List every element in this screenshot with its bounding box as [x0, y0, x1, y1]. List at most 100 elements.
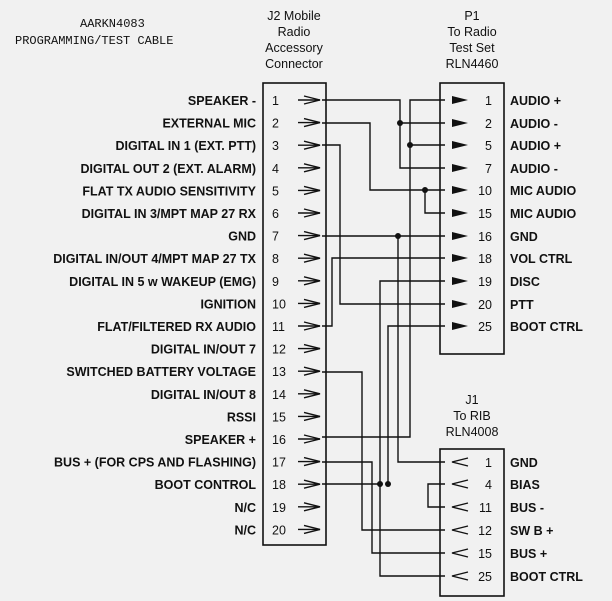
- j2-pin-label: DIGITAL IN/OUT 7: [151, 343, 256, 357]
- j2-pin-number: 18: [272, 478, 286, 492]
- p1-pin-label: AUDIO +: [510, 94, 561, 108]
- p1-pin-arrow: [452, 164, 468, 172]
- j2-pin-label: DIGITAL IN/OUT 4/MPT MAP 27 TX: [53, 252, 256, 266]
- p1-pin-label: MIC AUDIO: [510, 207, 576, 221]
- j2-pin-number: 5: [272, 184, 279, 198]
- j2-pin-label: DIGITAL IN 3/MPT MAP 27 RX: [82, 207, 257, 221]
- p1-pin-number: 1: [485, 94, 492, 108]
- p1-pin-number: 25: [478, 320, 492, 334]
- j1-pin-number: 25: [478, 570, 492, 584]
- header-line: RLN4460: [446, 57, 499, 71]
- j2-pin-number: 20: [272, 523, 286, 537]
- j2-pin-number: 12: [272, 343, 286, 357]
- j2-pin-label: EXTERNAL MIC: [162, 117, 256, 131]
- j2-connector-box: [262, 82, 327, 546]
- j1-pin-label: BIAS: [510, 478, 540, 492]
- p1-pin-number: 2: [485, 117, 492, 131]
- j2-pin-number: 4: [272, 162, 279, 176]
- p1-pin-number: 18: [478, 252, 492, 266]
- j1-pin-label: BUS -: [510, 501, 544, 515]
- j2-pin-number: 15: [272, 410, 286, 424]
- p1-pin-arrow: [452, 96, 468, 104]
- j2-pin-label: DIGITAL OUT 2 (EXT. ALARM): [81, 162, 256, 176]
- wires: [322, 99, 445, 577]
- j2-pin-label: N/C: [234, 501, 256, 515]
- j2-pin-number: 13: [272, 365, 286, 379]
- j2-pin-label: SPEAKER +: [185, 433, 256, 447]
- p1-pin-arrow: [452, 277, 468, 285]
- j2-pin-number: 16: [272, 433, 286, 447]
- p1-pin-arrow: [452, 186, 468, 194]
- p1-pin-number: 19: [478, 275, 492, 289]
- j2-pin-label: DIGITAL IN/OUT 8: [151, 388, 256, 402]
- j2-pin-label: DIGITAL IN 1 (EXT. PTT): [115, 139, 256, 153]
- p1-pin-label: BOOT CTRL: [510, 320, 583, 334]
- j1-pin-number: 15: [478, 547, 492, 561]
- j2-pin-number: 8: [272, 252, 279, 266]
- p1-pin-number: 5: [485, 139, 492, 153]
- j1-pin-arrow: [451, 457, 469, 467]
- p1-pin-arrow: [452, 254, 468, 262]
- header-line: J1: [465, 393, 478, 407]
- p1-pin-number: 10: [478, 184, 492, 198]
- cable-title: PROGRAMMING/TEST CABLE: [15, 34, 173, 48]
- j2-pin-number: 6: [272, 207, 279, 221]
- j1-pin-number: 4: [485, 478, 492, 492]
- cable-part-number: AARKN4083: [80, 17, 145, 31]
- p1-pin-number: 15: [478, 207, 492, 221]
- j2-pin-label: DIGITAL IN 5 w WAKEUP (EMG): [69, 275, 256, 289]
- j2-pin-number: 17: [272, 456, 286, 470]
- p1-pin-label: AUDIO -: [510, 162, 558, 176]
- header-line: To RIB: [453, 409, 491, 423]
- p1-pin-label: GND: [510, 230, 538, 244]
- j2-pin-number: 14: [272, 388, 286, 402]
- j2-pin-number: 11: [272, 320, 285, 334]
- j2-pin-number: 1: [272, 94, 279, 108]
- p1-pin-arrow: [452, 232, 468, 240]
- p1-pin-arrow: [452, 209, 468, 217]
- j1-pin-number: 1: [485, 456, 492, 470]
- p1-pin-label: AUDIO -: [510, 117, 558, 131]
- j1-pin-arrow: [451, 548, 469, 558]
- j2-pin-label: SPEAKER -: [188, 94, 256, 108]
- p1-pin-label: PTT: [510, 298, 534, 312]
- p1-pin-label: DISC: [510, 275, 540, 289]
- j1-pin-arrow: [451, 571, 469, 581]
- header-line: P1: [464, 9, 479, 23]
- j1-pin-number: 12: [478, 524, 492, 538]
- header-line: J2 Mobile: [267, 9, 321, 23]
- header-line: To Radio: [447, 25, 496, 39]
- j1-pin-label: SW B +: [510, 524, 553, 538]
- header-line: Test Set: [449, 41, 495, 55]
- j1-connector-box: [439, 448, 505, 597]
- j2-pin-number: 9: [272, 275, 279, 289]
- p1-connector-box: [439, 82, 505, 355]
- p1-pin-number: 7: [485, 162, 492, 176]
- j2-pin-label: GND: [228, 230, 256, 244]
- j2-pin-label: BUS + (FOR CPS AND FLASHING): [54, 456, 256, 470]
- j2-pin-number: 3: [272, 139, 279, 153]
- header-line: Connector: [265, 57, 323, 71]
- header-line: Accessory: [265, 41, 323, 55]
- p1-pin-arrow: [452, 322, 468, 330]
- p1-pin-number: 20: [478, 298, 492, 312]
- j2-pin-number: 10: [272, 297, 286, 311]
- p1-pin-label: VOL CTRL: [510, 252, 573, 266]
- p1-pin-label: AUDIO +: [510, 139, 561, 153]
- j2-pin-label: FLAT/FILTERED RX AUDIO: [97, 320, 256, 334]
- p1-pin-arrow: [452, 119, 468, 127]
- j2-pin-label: RSSI: [227, 410, 256, 424]
- j1-pin-label: BOOT CTRL: [510, 570, 583, 584]
- j2-pin-number: 19: [272, 501, 286, 515]
- j1-pin-arrow: [451, 479, 469, 489]
- j2-pin-label: BOOT CONTROL: [155, 478, 257, 492]
- j1-pin-arrow: [451, 525, 469, 535]
- j1-pin-number: 11: [479, 501, 492, 515]
